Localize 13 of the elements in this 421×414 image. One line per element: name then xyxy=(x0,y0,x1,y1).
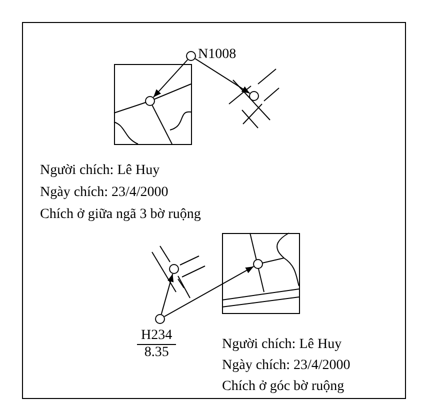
note-text: Người chích: Lê Huy xyxy=(222,337,342,353)
arrow xyxy=(152,59,188,98)
note-text: Chích ở giữa ngã 3 bờ ruộng xyxy=(40,207,201,223)
arrow xyxy=(164,266,254,318)
note-text: Chích ở góc bờ ruộng xyxy=(222,379,344,395)
arrow xyxy=(194,58,250,94)
point-name: N1008 xyxy=(198,47,236,63)
note-text: Ngày chích: 23/4/2000 xyxy=(40,185,168,201)
elevation-value: 8.35 xyxy=(143,345,170,361)
note-text: Ngày chích: 23/4/2000 xyxy=(222,358,350,374)
arrow xyxy=(160,273,174,315)
point-name: H234 xyxy=(137,328,176,345)
note-text: Người chích: Lê Huy xyxy=(40,163,160,179)
